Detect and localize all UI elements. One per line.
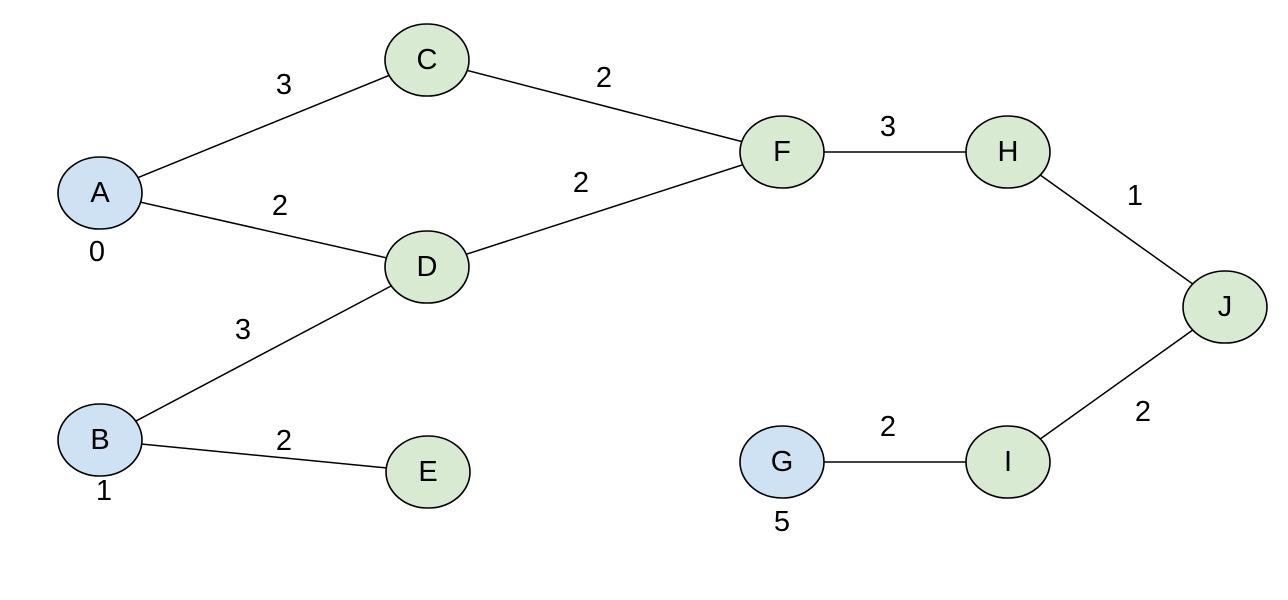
edge-C-F bbox=[426, 59, 783, 153]
edge-B-E bbox=[99, 439, 429, 473]
node-E-ellipse bbox=[385, 435, 471, 509]
node-H-label: H bbox=[998, 136, 1019, 168]
node-D-label: D bbox=[417, 251, 438, 283]
edge-B-E-weight: 2 bbox=[276, 425, 292, 457]
node-A-distance-label: 0 bbox=[89, 236, 105, 268]
node-C: C bbox=[384, 23, 470, 97]
node-B-distance-label: 1 bbox=[96, 475, 112, 507]
edge-A-C bbox=[99, 59, 428, 194]
node-G-distance-label: 5 bbox=[774, 506, 790, 538]
node-B-ellipse bbox=[57, 403, 143, 477]
node-H: H bbox=[965, 115, 1051, 189]
edge-H-J-weight: 1 bbox=[1127, 180, 1143, 212]
node-F-label: F bbox=[773, 136, 791, 168]
node-F-ellipse bbox=[739, 115, 825, 189]
edge-F-H-weight: 3 bbox=[880, 111, 896, 143]
edge-B-D bbox=[99, 266, 428, 441]
node-D-ellipse bbox=[384, 230, 470, 304]
edge-G-I-weight: 2 bbox=[880, 411, 896, 443]
node-I-label: I bbox=[1004, 446, 1012, 478]
node-G: G5 bbox=[739, 425, 825, 538]
edge-I-J bbox=[1007, 306, 1226, 463]
node-B-label: B bbox=[90, 424, 109, 456]
edge-A-D-weight: 2 bbox=[272, 190, 288, 222]
node-I: I bbox=[965, 425, 1051, 499]
node-F: F bbox=[739, 115, 825, 189]
edge-H-J bbox=[1007, 151, 1226, 308]
node-E-label: E bbox=[418, 456, 437, 488]
node-G-label: G bbox=[771, 446, 794, 478]
edge-I-J-weight: 2 bbox=[1135, 396, 1151, 428]
node-J: J bbox=[1182, 270, 1268, 344]
edge-C-F-weight: 2 bbox=[596, 62, 612, 94]
edge-A-D bbox=[99, 192, 428, 268]
edge-B-D-weight: 3 bbox=[235, 314, 251, 346]
node-B: B1 bbox=[57, 403, 143, 507]
node-D: D bbox=[384, 230, 470, 304]
node-J-label: J bbox=[1218, 291, 1233, 323]
node-E: E bbox=[385, 435, 471, 509]
node-C-ellipse bbox=[384, 23, 470, 97]
edge-A-C-weight: 3 bbox=[276, 69, 292, 101]
node-G-ellipse bbox=[739, 425, 825, 499]
edge-D-F bbox=[426, 151, 783, 268]
node-J-ellipse bbox=[1182, 270, 1268, 344]
node-A-ellipse bbox=[57, 156, 143, 230]
node-C-label: C bbox=[417, 44, 438, 76]
node-A-label: A bbox=[90, 177, 110, 209]
edge-D-F-weight: 2 bbox=[573, 167, 589, 199]
node-H-ellipse bbox=[965, 115, 1051, 189]
node-A: A0 bbox=[57, 156, 143, 268]
node-I-ellipse bbox=[965, 425, 1051, 499]
